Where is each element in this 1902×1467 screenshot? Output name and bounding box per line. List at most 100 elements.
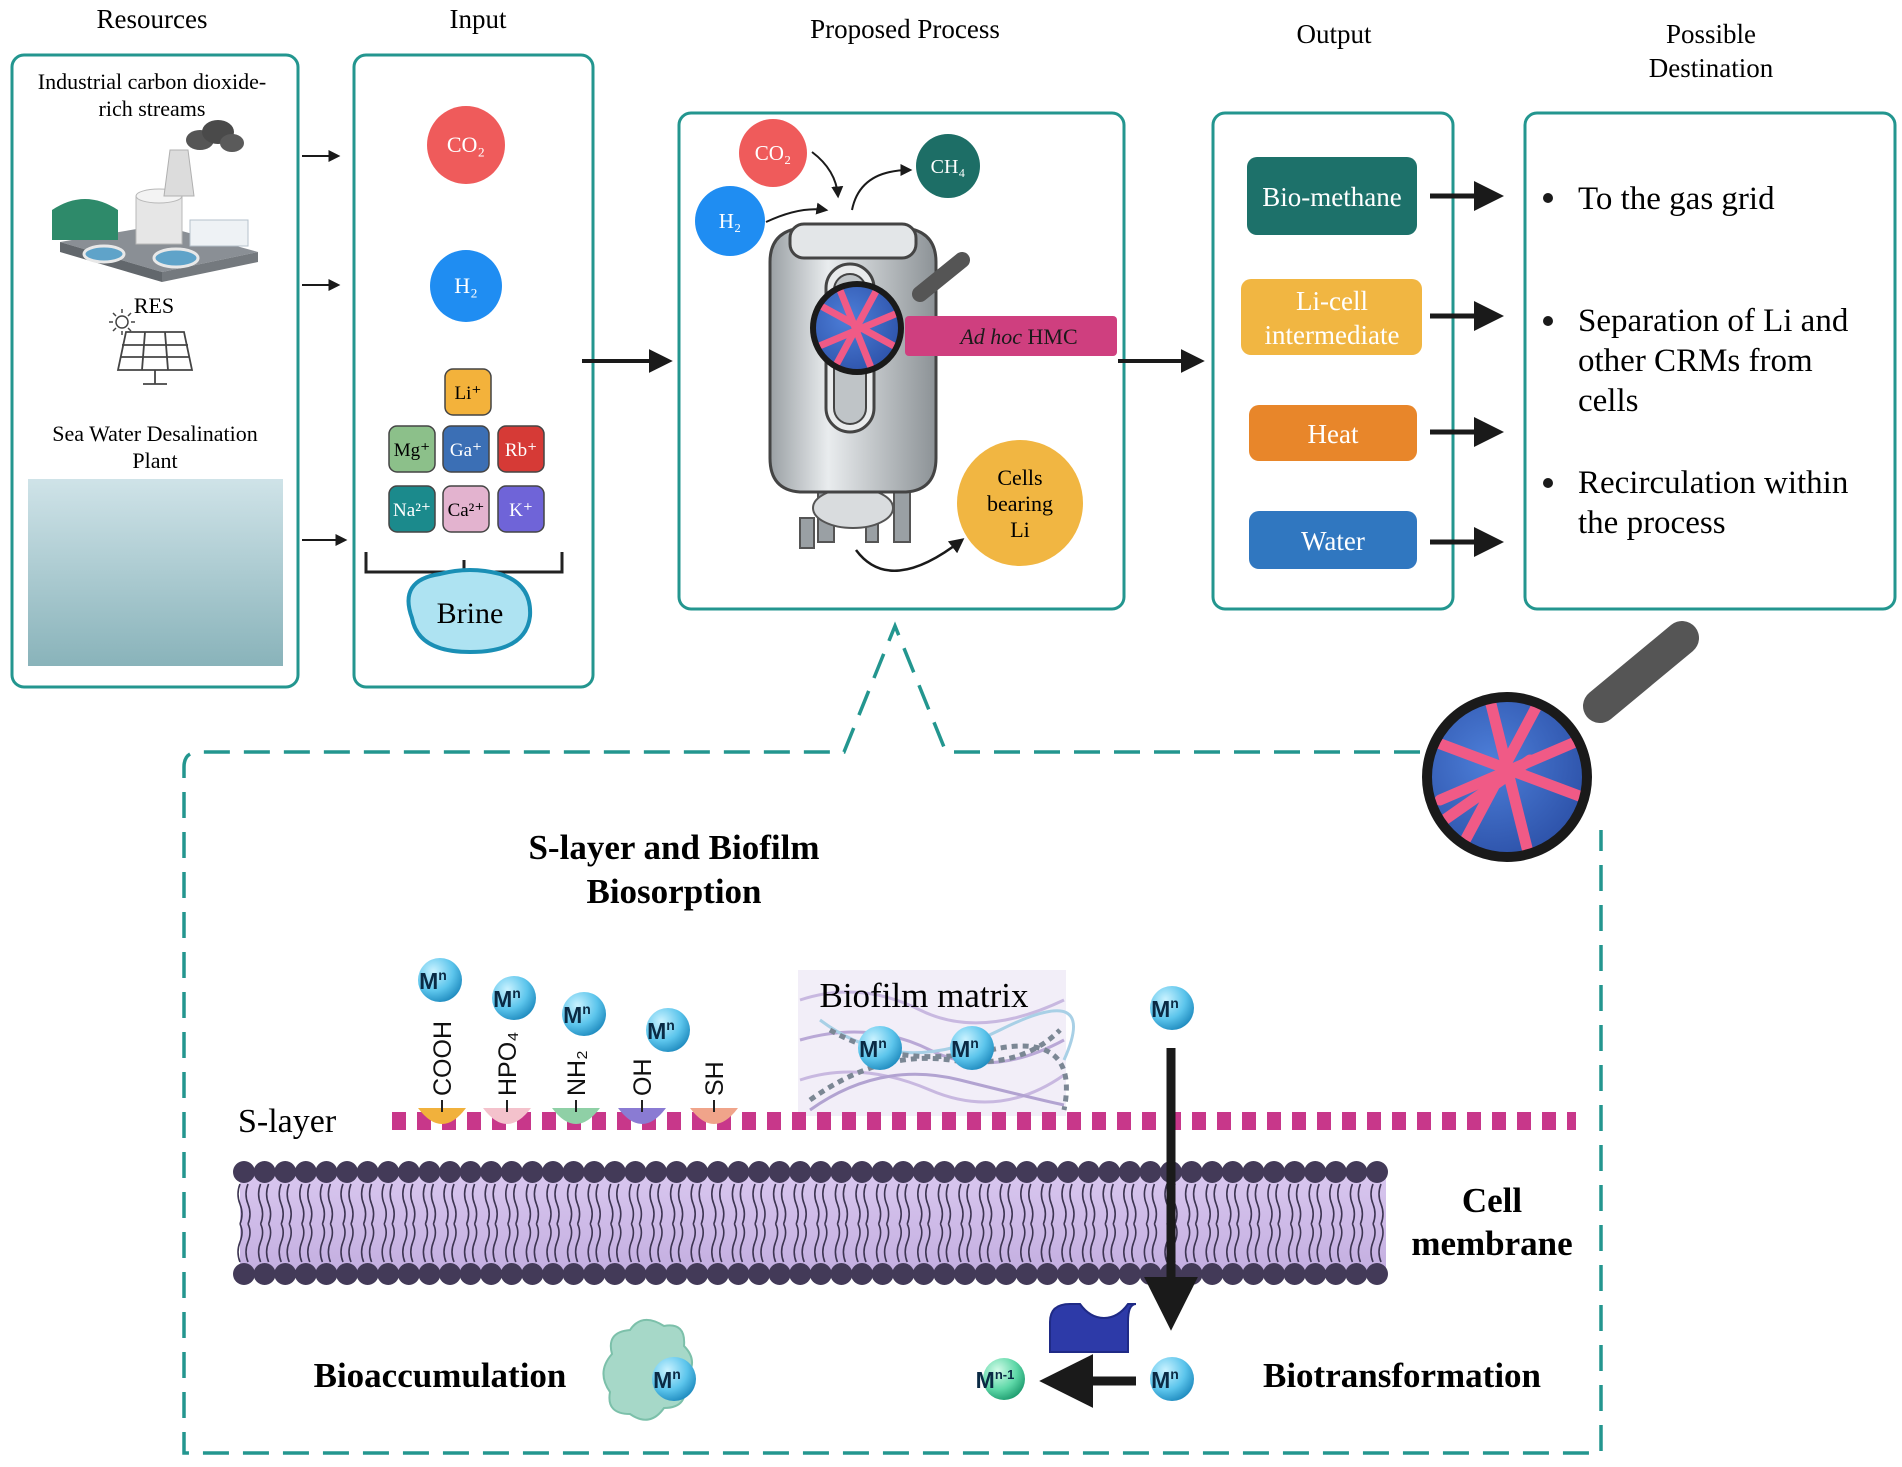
biofilm-matrix-label: Biofilm matrix — [819, 976, 1029, 1015]
lipid-head — [274, 1161, 297, 1183]
metal-ion-cooh: Mn — [418, 958, 462, 1002]
lipid-tail — [430, 1183, 437, 1263]
lipid-tail — [649, 1183, 655, 1263]
lipid-head — [665, 1161, 688, 1183]
hmc-label: Ad hoc HMC — [958, 324, 1077, 349]
lipid-tail — [368, 1183, 375, 1263]
lipid-tail — [340, 1183, 346, 1263]
lipid-tail — [299, 1183, 305, 1263]
lipid-head — [583, 1161, 606, 1183]
lipid-head — [892, 1161, 915, 1183]
nh2-label: NH₂ — [563, 1050, 591, 1096]
lipid-tail — [608, 1183, 614, 1263]
lipid-head — [1077, 1263, 1100, 1285]
lipid-head — [768, 1161, 791, 1183]
lipid-tail — [896, 1183, 902, 1263]
lipid-tail — [484, 1183, 490, 1263]
header-destination-line2: Destination — [1649, 53, 1774, 83]
lipid-head — [892, 1263, 915, 1285]
brine-drop — [406, 568, 533, 655]
lipid-head — [542, 1263, 564, 1285]
lipid-tail — [1192, 1183, 1199, 1263]
lipid-head — [1283, 1161, 1306, 1183]
metal-ion-nh2-label: Mn — [563, 1001, 591, 1028]
lipid-head — [1180, 1161, 1203, 1183]
lipid-tail — [842, 1183, 849, 1263]
ion-k-label: K⁺ — [509, 500, 533, 521]
desalination-line1: Sea Water Desalination — [52, 421, 258, 446]
lipid-head — [1324, 1161, 1347, 1183]
header-process: Proposed Process — [810, 14, 1000, 44]
lipid-head — [974, 1161, 997, 1183]
large-magnifier-icon — [1422, 621, 1699, 862]
lipid-tail — [925, 1183, 931, 1263]
lipid-head — [851, 1161, 873, 1183]
lipid-tail — [1246, 1183, 1253, 1263]
lipid-tail — [739, 1183, 746, 1263]
lipid-tail — [669, 1183, 676, 1263]
lipid-tail — [443, 1183, 449, 1263]
lipid-tail — [657, 1183, 663, 1263]
destination-2-line1: Separation of Li and — [1578, 303, 1849, 339]
metal-ion-transport: Mn — [1150, 986, 1194, 1030]
lipid-tail — [978, 1183, 985, 1263]
lipid-tail — [574, 1183, 581, 1263]
lipid-tail — [986, 1183, 993, 1263]
lipid-tail — [319, 1183, 326, 1263]
destination-box — [1523, 111, 1897, 611]
lipid-tail — [1089, 1183, 1096, 1263]
cell-membrane-bilayer — [233, 1161, 1388, 1285]
lipid-head — [1077, 1161, 1100, 1183]
lipid-tail — [463, 1183, 470, 1263]
lipid-tail — [1205, 1183, 1211, 1263]
lipid-head — [768, 1263, 791, 1285]
lipid-head — [1201, 1161, 1224, 1183]
lipid-head — [706, 1263, 729, 1285]
lipid-tail — [834, 1183, 841, 1263]
lipid-head — [1283, 1263, 1306, 1285]
input-h2-bubble — [430, 250, 502, 322]
lipid-head — [583, 1263, 606, 1285]
lipid-tail — [546, 1183, 552, 1263]
lipid-head — [500, 1263, 523, 1285]
lipid-tail — [1040, 1183, 1047, 1263]
bio-methane-label: Bio-methane — [1262, 182, 1401, 212]
ion-ga-label: Ga⁺ — [450, 440, 482, 461]
resources-box — [10, 53, 300, 689]
li-cell-label-line2: intermediate — [1265, 320, 1400, 350]
lipid-tail — [822, 1183, 828, 1263]
lipid-head — [912, 1161, 935, 1183]
hpo4-label: HPO₄ — [494, 1032, 522, 1096]
lipid-tail — [595, 1183, 601, 1263]
lipid-tail — [381, 1183, 387, 1263]
lipid-head — [1366, 1263, 1388, 1285]
lipid-tail — [237, 1183, 243, 1263]
metal-ion-bioaccumulated-label: Mn — [653, 1366, 681, 1393]
lipid-head — [356, 1263, 379, 1285]
cells-line1: Cells — [997, 465, 1042, 490]
lipid-head — [1201, 1263, 1224, 1285]
destination-2-line2: other CRMs from — [1578, 343, 1813, 379]
lipid-head — [1221, 1263, 1244, 1285]
process-ch4-label: CH₄ — [931, 156, 966, 178]
lipid-tail — [307, 1183, 313, 1263]
lipid-head — [830, 1263, 853, 1285]
lipid-tail — [1370, 1183, 1376, 1263]
lipid-tail — [760, 1183, 766, 1263]
lipid-tail — [883, 1183, 890, 1263]
lipid-head — [439, 1161, 461, 1183]
lipid-tail — [814, 1183, 820, 1263]
lipid-head — [315, 1161, 338, 1183]
lipid-head — [439, 1263, 461, 1285]
detail-title-line2: Biosorption — [586, 872, 761, 911]
lipid-tail — [616, 1183, 622, 1263]
lipid-tail — [348, 1183, 354, 1263]
lipid-tail — [360, 1183, 367, 1263]
lipid-head — [727, 1161, 750, 1183]
lipid-head — [1015, 1161, 1038, 1183]
industrial-streams-line2: rich streams — [99, 96, 206, 121]
lipid-tail — [1061, 1183, 1067, 1263]
metal-ion-biofilm-1-label: Mn — [859, 1035, 887, 1062]
lipid-tail — [917, 1183, 923, 1263]
lipid-head — [954, 1263, 976, 1285]
